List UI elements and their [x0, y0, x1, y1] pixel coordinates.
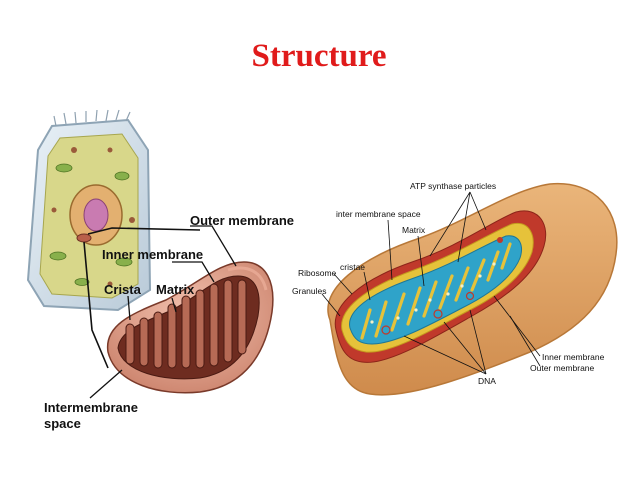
- cristae-folds: [360, 242, 512, 340]
- label-matrix-left: Matrix: [156, 282, 195, 297]
- label-intermembrane: Intermembrane: [44, 400, 138, 415]
- label-granules: Granules: [292, 286, 327, 296]
- label-outer-membrane-right: Outer membrane: [530, 363, 595, 373]
- label-inner-membrane-right: Inner membrane: [542, 352, 605, 362]
- label-matrix-right: Matrix: [402, 225, 426, 235]
- label-dna: DNA: [478, 376, 496, 386]
- zoom-lines: [83, 227, 201, 369]
- left-leader-lines: [89, 225, 237, 399]
- highlighted-mitochondrion: [76, 233, 92, 243]
- chloroplasts: [49, 163, 133, 286]
- label-inner-membrane-left: Inner membrane: [102, 247, 203, 262]
- label-crista: Crista: [104, 282, 142, 297]
- organelle-dots: [51, 147, 135, 287]
- left-mitochondrion: [106, 261, 274, 394]
- label-ribosome: Ribosome: [298, 268, 337, 278]
- ribosome-dot: [497, 237, 503, 243]
- crista-folds: [125, 279, 247, 369]
- label-space: space: [44, 416, 81, 431]
- right-mitochondrion: [327, 182, 618, 396]
- slide-title: Structure: [251, 38, 387, 74]
- label-inter-membrane-space: inter membrane space: [336, 209, 421, 219]
- label-cristae: cristae: [340, 262, 365, 272]
- nucleolus: [83, 198, 109, 232]
- right-leader-lines: [321, 191, 541, 375]
- label-outer-membrane-left: Outer membrane: [190, 213, 294, 228]
- label-atp-synthase: ATP synthase particles: [410, 181, 496, 191]
- cell-wall-spikes: [53, 109, 131, 127]
- plant-cell: [26, 109, 152, 312]
- matrix-granules: [370, 262, 496, 324]
- dna-loops: [381, 291, 475, 335]
